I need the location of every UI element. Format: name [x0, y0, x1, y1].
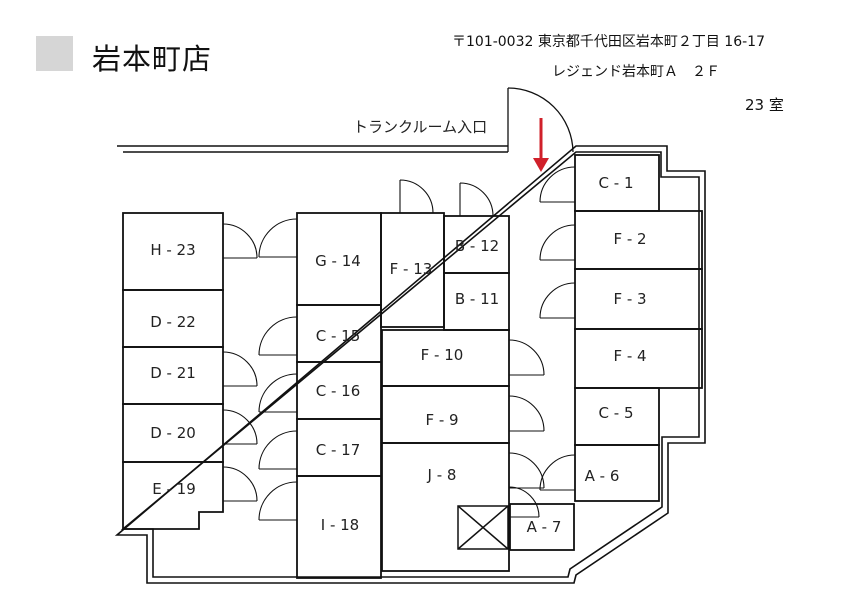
unit-h-23[interactable] — [122, 212, 224, 291]
unit-label-j-8: J - 8 — [427, 466, 457, 484]
unit-label-h-23: H - 23 — [150, 241, 195, 259]
unit-door — [258, 316, 298, 356]
unit-label-g-14: G - 14 — [315, 252, 361, 270]
entrance-label: トランクルーム入口 — [353, 118, 487, 136]
unit-label-d-21: D - 21 — [150, 364, 196, 382]
unit-door — [459, 182, 494, 217]
unit-door — [539, 224, 576, 261]
unit-door — [539, 454, 576, 491]
unit-label-a-6: A - 6 — [585, 467, 620, 485]
unit-label-f-2: F - 2 — [613, 230, 646, 248]
unit-door — [222, 466, 258, 502]
entrance-arrow — [533, 118, 549, 172]
unit-door — [539, 166, 576, 203]
unit-label-d-22: D - 22 — [150, 313, 196, 331]
unit-door — [222, 223, 258, 259]
logo-square — [36, 36, 73, 71]
unit-label-c-17: C - 17 — [316, 441, 361, 459]
address-line-2: レジェンド岩本町Ａ ２Ｆ — [552, 64, 720, 80]
unit-i-18[interactable] — [296, 475, 382, 579]
unit-label-c-16: C - 16 — [316, 382, 361, 400]
unit-label-f-13: F - 13 — [390, 260, 433, 278]
unit-door — [508, 486, 540, 518]
unit-label-c-5: C - 5 — [599, 404, 634, 422]
unit-label-f-9: F - 9 — [425, 411, 458, 429]
unit-door — [508, 452, 545, 489]
unit-label-c-15: C - 15 — [316, 327, 361, 345]
unit-label-b-12: B - 12 — [455, 237, 499, 255]
unit-door — [258, 218, 298, 258]
unit-label-d-20: D - 20 — [150, 424, 196, 442]
unit-door — [222, 409, 258, 445]
unit-door — [508, 339, 545, 376]
unit-door — [258, 373, 298, 413]
address-line-1: 〒101-0032 東京都千代田区岩本町２丁目 16-17 — [452, 34, 765, 50]
unit-door — [508, 395, 545, 432]
elevator-shaft — [457, 505, 509, 550]
unit-label-e-19: E - 19 — [152, 480, 196, 498]
unit-door — [399, 179, 434, 214]
unit-label-c-1: C - 1 — [599, 174, 634, 192]
unit-label-f-3: F - 3 — [613, 290, 646, 308]
room-count: 23 室 — [745, 96, 784, 114]
unit-a-6[interactable] — [574, 444, 660, 502]
unit-door — [258, 430, 298, 470]
outer-wall — [114, 145, 706, 584]
entrance-door — [507, 87, 574, 153]
unit-door — [258, 481, 298, 521]
unit-label-f-10: F - 10 — [421, 346, 464, 364]
unit-door — [222, 351, 258, 387]
unit-label-f-4: F - 4 — [613, 347, 646, 365]
unit-label-i-18: I - 18 — [321, 516, 359, 534]
unit-label-a-7: A - 7 — [527, 518, 562, 536]
store-name: 岩本町店 — [92, 42, 213, 76]
unit-door — [539, 282, 576, 319]
unit-label-b-11: B - 11 — [455, 290, 499, 308]
unit-a-7[interactable] — [509, 503, 575, 551]
unit-j-8[interactable] — [381, 442, 510, 572]
